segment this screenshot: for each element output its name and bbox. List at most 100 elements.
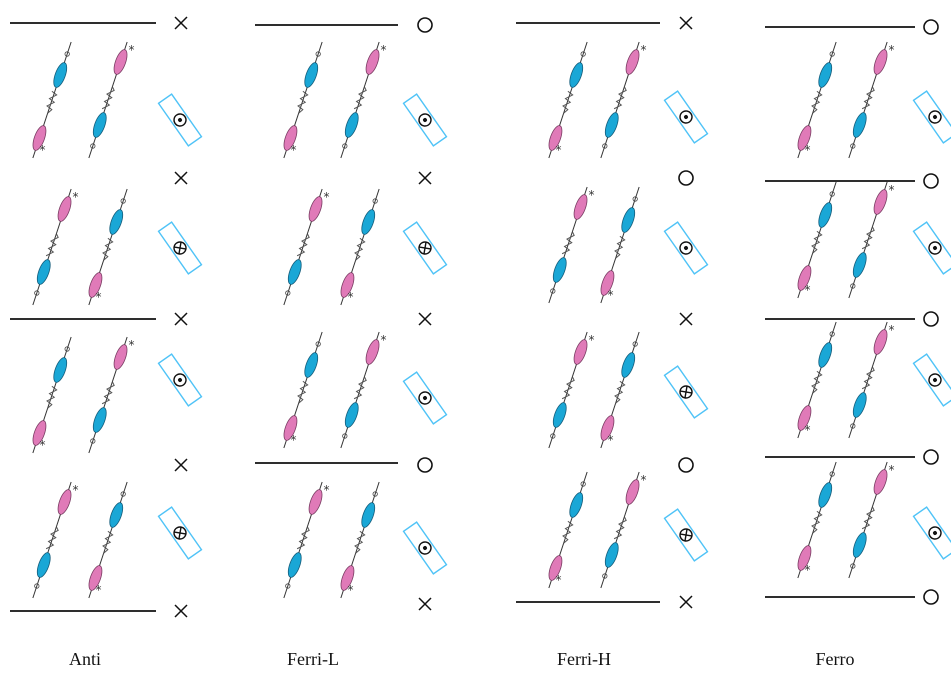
chiral-star: * [73, 483, 79, 497]
chiral-unit-pink [340, 272, 355, 298]
dipole-box [663, 221, 709, 275]
panel-ferri-h: ******** [516, 16, 709, 609]
dipole-frame [157, 353, 203, 407]
oxygen-link [372, 491, 378, 497]
chiral-star: * [589, 333, 595, 347]
dipole-frame [663, 365, 709, 419]
dipole-box [157, 221, 203, 275]
chiral-star: * [348, 290, 354, 304]
chiral-star: * [556, 143, 562, 157]
oxygen-link [342, 143, 348, 149]
oxygen-link [829, 51, 835, 57]
chiral-star: * [381, 43, 387, 57]
flexible-spacer [614, 380, 626, 404]
mesogen-molecule: * [797, 181, 837, 299]
chiral-star: * [556, 573, 562, 587]
chiral-unit-pink [57, 196, 72, 222]
mesogen-molecule: * [340, 41, 387, 159]
chiral-unit-pink [797, 265, 812, 291]
mesogen-molecule: * [88, 481, 128, 599]
layer-marker-cross [418, 171, 432, 185]
chiral-unit-pink [365, 339, 380, 365]
polarization-dot [423, 396, 427, 400]
flexible-spacer [101, 381, 115, 405]
label-anti: Anti [69, 649, 101, 669]
oxygen-link [550, 288, 556, 294]
mesogen-molecule: * [32, 41, 72, 159]
chiral-star: * [40, 438, 46, 452]
core-unit-blue [818, 482, 833, 508]
chiral-unit-pink [600, 415, 615, 441]
mesogen-molecule: * [32, 336, 72, 454]
chiral-unit-pink [600, 270, 615, 296]
flexible-spacer [353, 376, 367, 400]
core-unit-blue [53, 357, 68, 383]
oxygen-link [285, 290, 291, 296]
chiral-unit-pink [308, 196, 323, 222]
core-unit-blue [552, 257, 567, 283]
oxygen-link [850, 563, 856, 569]
core-unit-blue [818, 202, 833, 228]
chiral-unit-pink [32, 125, 47, 151]
chiral-star: * [348, 583, 354, 597]
oxygen-link [64, 51, 70, 57]
mesogen-molecule: * [88, 188, 128, 306]
layer-marker-cross [418, 312, 432, 326]
dipole-box [402, 371, 448, 425]
chiral-unit-pink [797, 125, 812, 151]
oxygen-link [372, 198, 378, 204]
polarization-cross-b [684, 386, 688, 398]
layer-marker-cross [679, 312, 693, 326]
flexible-spacer [861, 226, 875, 250]
core-unit-blue [361, 502, 376, 528]
chiral-unit-pink [57, 489, 72, 515]
oxygen-link [315, 341, 321, 347]
polarization-cross-b [178, 527, 182, 539]
chiral-star: * [805, 423, 811, 437]
dipole-frame [157, 221, 203, 275]
flexible-spacer [45, 233, 59, 257]
mesogen-molecule: * [797, 461, 837, 579]
mesogen-molecule: * [797, 321, 837, 439]
dipole-frame [663, 508, 709, 562]
polarization-dot [178, 378, 182, 382]
chiral-star: * [73, 190, 79, 204]
oxygen-link [850, 423, 856, 429]
oxygen-link [829, 191, 835, 197]
layer-marker-circle [678, 457, 694, 473]
layer-marker-cross [174, 312, 188, 326]
flexible-spacer [101, 86, 115, 110]
layer-marker-cross [174, 16, 188, 30]
core-unit-blue [569, 62, 584, 88]
mesogen-molecule: * [283, 188, 330, 306]
chiral-unit-pink [88, 565, 103, 591]
polarization-dot [423, 546, 427, 550]
dipole-frame [402, 221, 448, 275]
chiral-star: * [381, 333, 387, 347]
layer-marker-circle [923, 19, 939, 35]
dipole-frame [912, 353, 951, 407]
chiral-star: * [805, 283, 811, 297]
core-unit-blue [852, 252, 867, 278]
dipole-frame [157, 506, 203, 560]
chiral-unit-pink [365, 49, 380, 75]
flexible-spacer [297, 90, 309, 114]
chiral-star: * [889, 43, 895, 57]
polarization-dot [933, 246, 937, 250]
layer-marker-cross [174, 458, 188, 472]
dipole-box [663, 365, 709, 419]
dipole-frame [157, 93, 203, 147]
oxygen-link [90, 438, 96, 444]
core-unit-blue [818, 62, 833, 88]
flexible-spacer [614, 235, 626, 259]
chiral-star: * [641, 473, 647, 487]
oxygen-link [829, 471, 835, 477]
layer-marker-circle [923, 173, 939, 189]
label-ferri-l: Ferri-L [287, 649, 339, 669]
mesogen-molecule: * [283, 41, 323, 159]
chiral-unit-pink [873, 329, 888, 355]
chiral-unit-pink [797, 545, 812, 571]
mesogen-molecule: * [848, 41, 895, 159]
flexible-spacer [613, 86, 627, 110]
oxygen-link [285, 583, 291, 589]
